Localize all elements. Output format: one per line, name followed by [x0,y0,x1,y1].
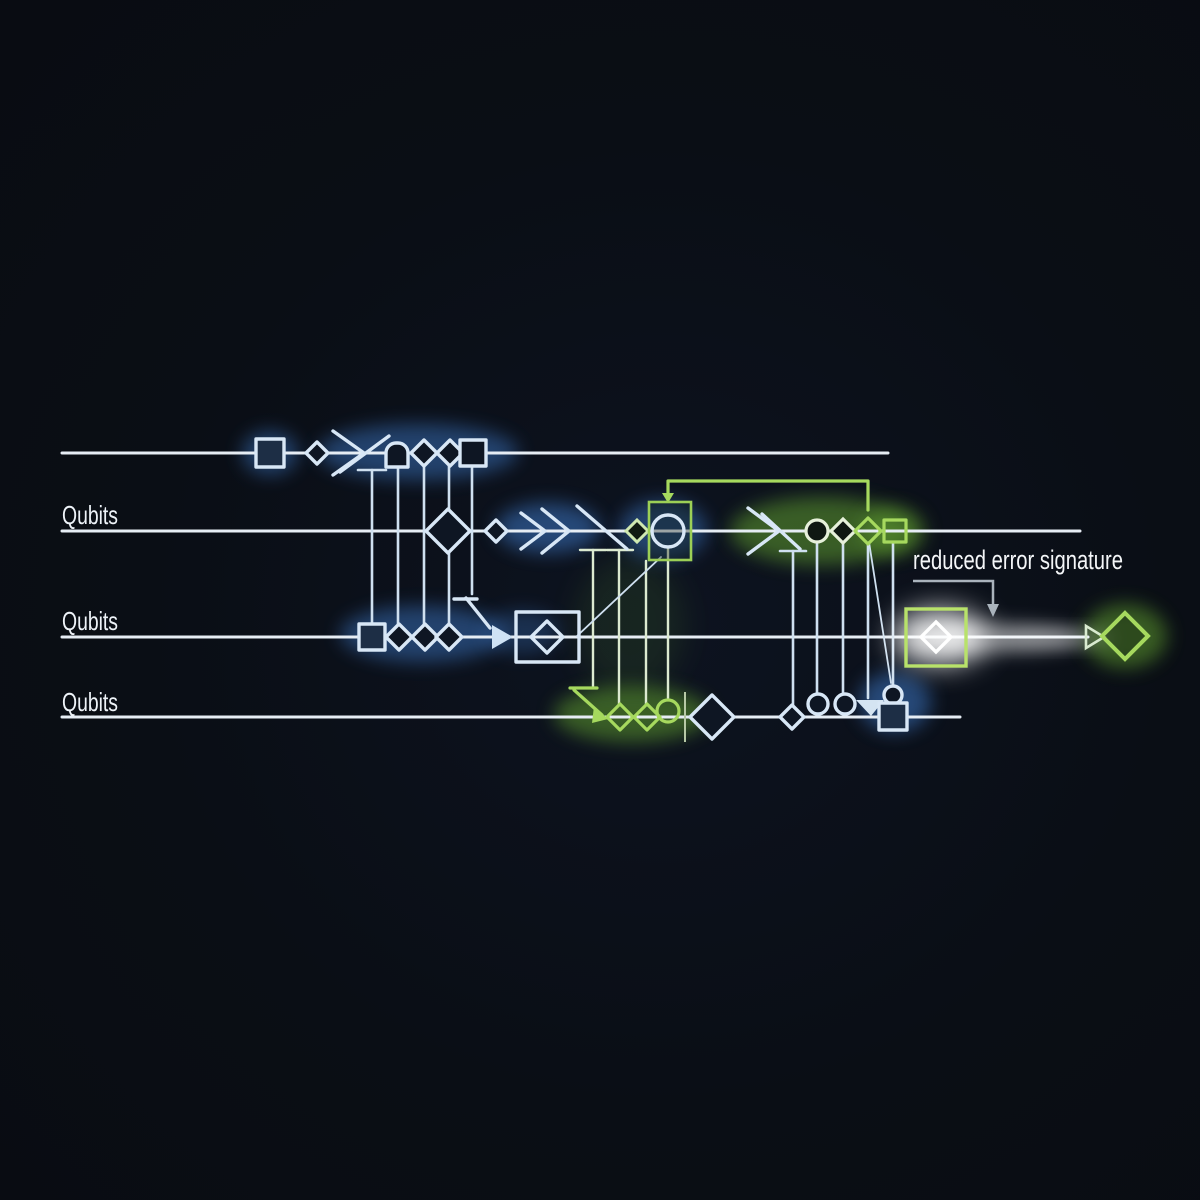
diagonal-connector [868,541,892,684]
qubit-label-4: Qubits [62,687,118,717]
gate-circle [806,692,830,716]
gate-square [877,701,909,732]
error-box-green [904,607,968,668]
glow-green [1083,604,1167,668]
labels-layer: Qubits Qubits Qubits reduced error signa… [62,500,1123,717]
error-diamond [918,619,954,655]
gate-slash [575,504,629,551]
gate-diamond [384,622,414,652]
gate-chevron-arrow-icon [540,507,571,555]
feedback-arrowhead-icon [662,493,674,503]
gate-slash [760,512,802,551]
gate-diamond-large [688,693,736,741]
annotation-arrow [913,579,995,605]
gate-diamond-green [853,516,883,546]
gate-diamond [529,619,565,655]
gate-box [514,610,581,664]
diagonal-connector [576,556,662,637]
gate-square [458,438,488,468]
glow-blue [484,610,560,654]
gate-circle [833,692,857,716]
output-diamond-green [1099,610,1151,662]
error-box-group [904,607,1151,668]
gate-square [254,437,286,469]
gate-diamond [434,622,464,652]
gate-diamond [410,622,440,652]
line3-gates [357,596,581,664]
gate-diamond-green [623,517,651,545]
gate-slash [338,434,391,474]
feedback-bracket [666,479,870,512]
gate-square [357,622,387,652]
line1-gates [254,429,488,477]
glow-layer [242,424,1167,742]
line4-gates [568,684,909,742]
gate-diamond [304,440,330,466]
arrowhead-down-icon [856,700,884,716]
output-arrow-icon [1084,623,1107,651]
arrowhead-green-icon [592,706,608,723]
qubit-wires [60,451,1090,719]
gate-slash [464,596,492,630]
gate-diamond-green [605,702,635,732]
glow-green [575,557,685,693]
qubit-label-3: Qubits [62,606,118,636]
connector-layer [356,464,895,707]
gate-diamond [828,516,858,546]
gate-circle [650,513,686,549]
gate-circle-green [655,698,681,724]
line2-gates [424,500,908,562]
gate-chevron-arrow-icon [519,511,547,551]
annotation-arrowhead-icon [987,604,999,617]
qubit-label-2: Qubits [62,500,118,530]
bloom-beam [892,609,1115,665]
gate-diamond [409,438,439,468]
gate-diamond [778,703,806,731]
gate-arch-square [384,441,410,469]
gate-circle [804,518,830,544]
gate-diamond [483,518,509,544]
annotation-label: reduced error signature [913,545,1123,575]
gate-diamond-large [424,507,472,555]
gate-square-green [882,518,908,544]
arrowhead-icon [492,625,513,649]
